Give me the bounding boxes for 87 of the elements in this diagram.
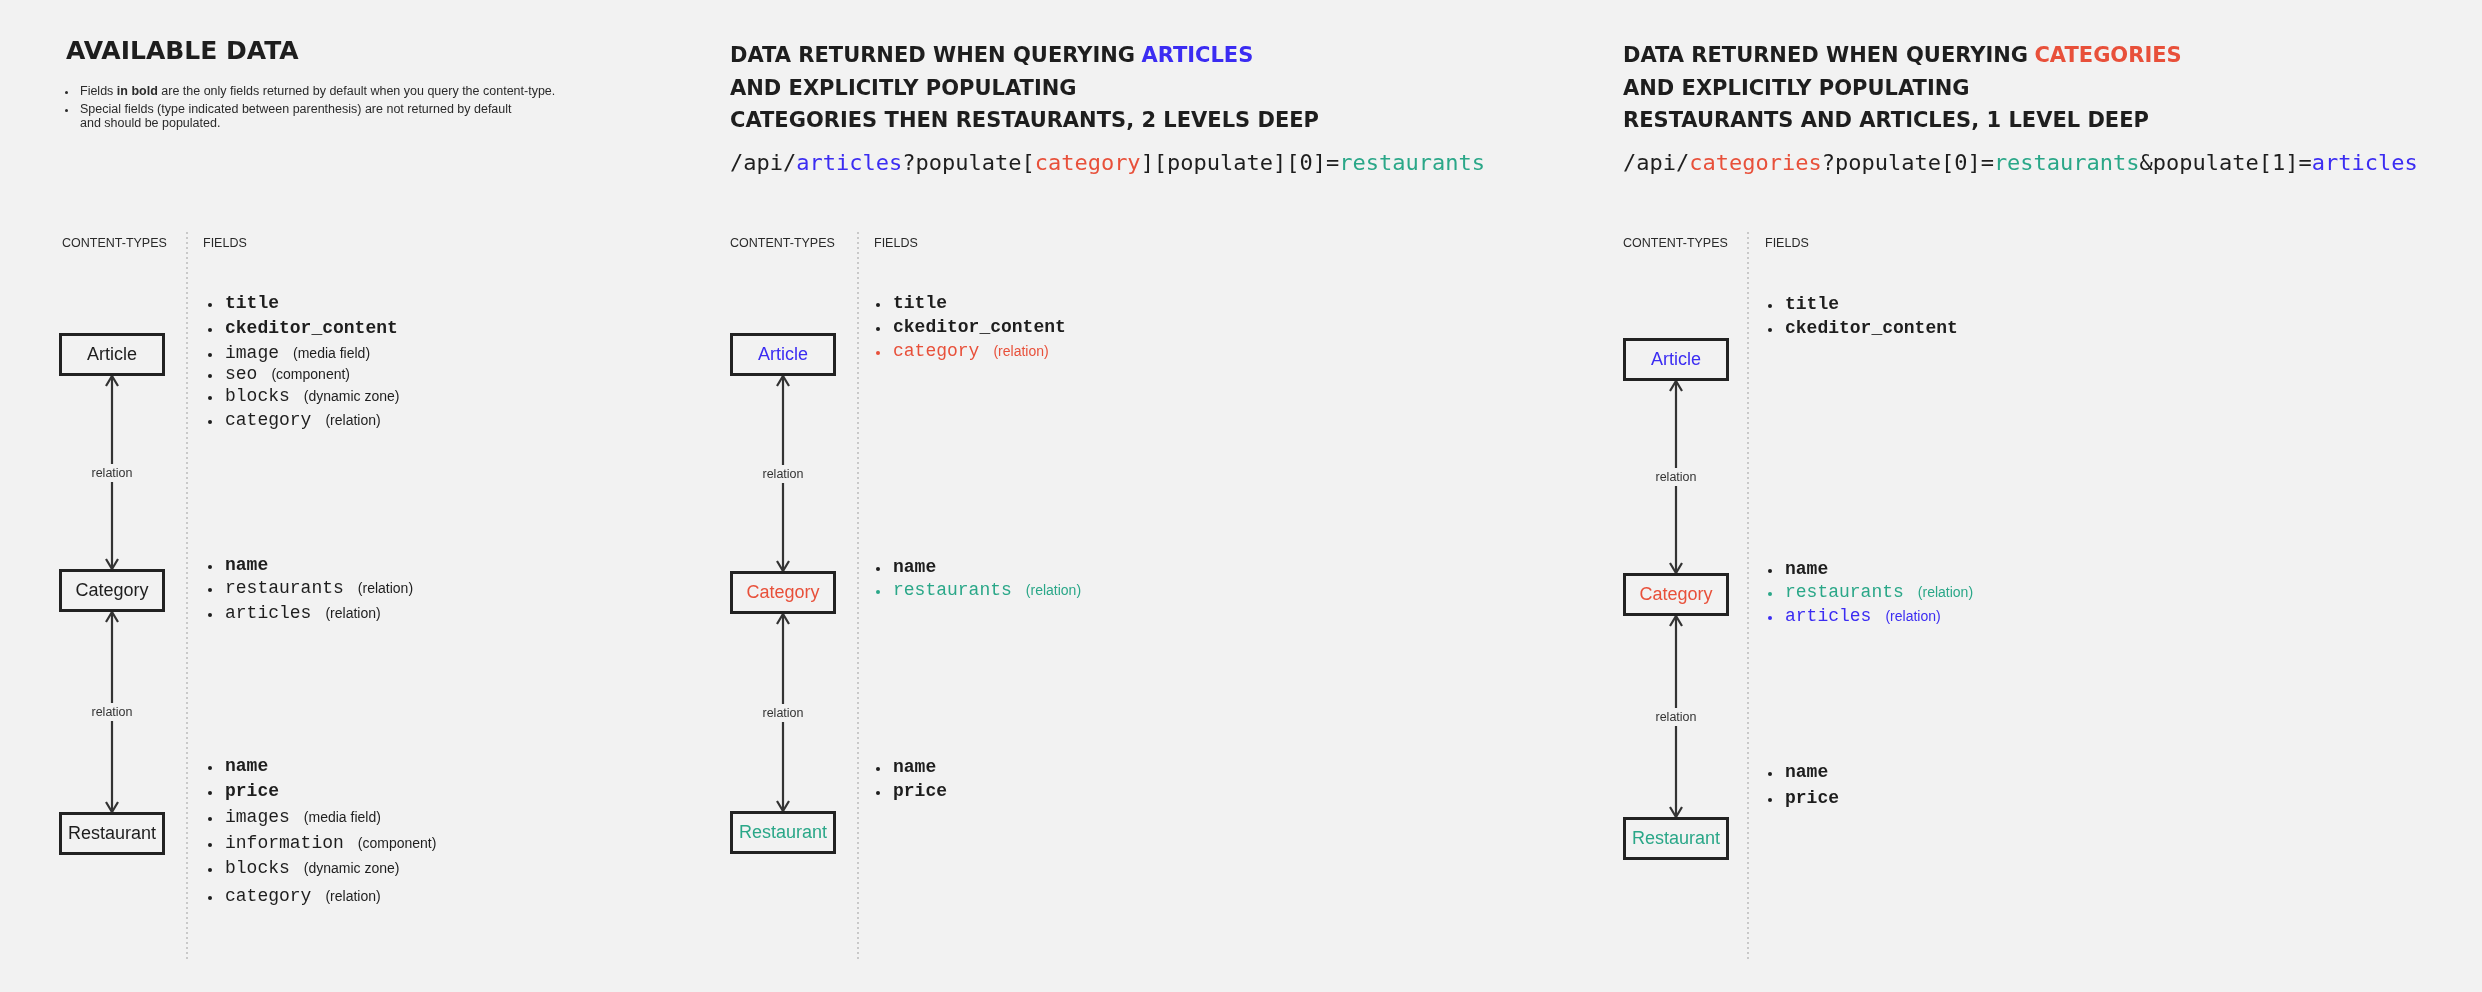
heading: AND EXPLICITLY POPULATING [1623, 76, 1970, 100]
heading: CATEGORIES THEN RESTAURANTS, 2 LEVELS DEEP [730, 108, 1319, 132]
field-name: ckeditor_content [205, 318, 398, 338]
api-url: ][populate][0]= [1140, 150, 1340, 175]
api-url: restaurants [1993, 150, 2140, 175]
field-name: blocks [205, 858, 290, 878]
content-type-box: Restaurant [730, 811, 836, 854]
field-name: name [205, 555, 269, 575]
field-type: (relation) [1917, 584, 1974, 600]
field-name: articles [205, 603, 312, 623]
field-name: articles [1765, 606, 1872, 626]
field-name: title [873, 293, 947, 313]
field-type: (relation) [325, 605, 381, 621]
api-url: ?populate[0]= [1821, 150, 1994, 175]
column-header: FIELDS [203, 236, 247, 250]
field-name: title [205, 293, 279, 313]
field-name: images [205, 807, 290, 827]
content-type-box: Restaurant [59, 812, 165, 855]
column-header: CONTENT-TYPES [62, 236, 167, 250]
heading: ARTICLES [1141, 43, 1254, 67]
content-type-box: Restaurant [1623, 817, 1729, 860]
field-name: name [873, 557, 937, 577]
field-name: information [205, 833, 344, 853]
relation-arrow [104, 610, 120, 814]
relation-arrow [1668, 614, 1684, 819]
field-name: name [1765, 762, 1829, 782]
field-name: restaurants [873, 580, 1012, 600]
column-header: FIELDS [874, 236, 918, 250]
field-type: (dynamic zone) [303, 388, 400, 404]
heading: DATA RETURNED WHEN QUERYING [1623, 43, 2029, 67]
field-name: price [1765, 788, 1839, 808]
heading: RESTAURANTS AND ARTICLES, 1 LEVEL DEEP [1623, 108, 2149, 132]
field-name: blocks [205, 386, 290, 406]
field-name: category [205, 410, 312, 430]
relation-arrow [1668, 379, 1684, 575]
field-name: seo [205, 364, 258, 384]
relation-arrow [104, 374, 120, 571]
content-type-box: Category [1623, 573, 1729, 616]
field-type: (media field) [293, 345, 371, 361]
content-type-box: Category [59, 569, 165, 612]
field-type: (relation) [1025, 582, 1082, 598]
api-url: categories [1689, 150, 1822, 175]
field-name: restaurants [1765, 582, 1904, 602]
field-type: (relation) [325, 412, 381, 428]
field-name: ckeditor_content [873, 317, 1066, 337]
api-url: &populate[1]= [2139, 150, 2312, 175]
note: Fields in bold are the only fields returned by default when you query the content-type. [62, 84, 642, 98]
field-type: (component) [357, 835, 437, 851]
field-name: title [1765, 294, 1839, 314]
field-type: (component) [271, 366, 350, 382]
heading: DATA RETURNED WHEN QUERYING [730, 43, 1136, 67]
field-type: (relation) [993, 343, 1049, 359]
field-name: category [873, 341, 980, 361]
note: Special fields (type indicated between parenthesis) are not returned by default and should be populated. [62, 102, 532, 130]
field-type: (media field) [303, 809, 381, 825]
column-header: CONTENT-TYPES [1623, 236, 1728, 250]
content-type-box: Category [730, 571, 836, 614]
api-url: articles [2311, 150, 2418, 175]
field-name: image [205, 343, 279, 363]
field-name: category [205, 886, 312, 906]
heading: CATEGORIES [2034, 43, 2182, 67]
heading: AND EXPLICITLY POPULATING [730, 76, 1077, 100]
content-type-box: Article [1623, 338, 1729, 381]
column-header: FIELDS [1765, 236, 1809, 250]
field-type: (dynamic zone) [303, 860, 400, 876]
field-name: name [873, 757, 937, 777]
relation-arrow [775, 612, 791, 813]
api-url: /api/ [1623, 150, 1690, 175]
field-name: price [873, 781, 947, 801]
field-name: restaurants [205, 578, 344, 598]
relation-arrow [775, 374, 791, 573]
field-type: (relation) [1885, 608, 1941, 624]
api-url: restaurants [1339, 150, 1485, 175]
api-url: category [1034, 150, 1141, 175]
field-name: price [205, 781, 279, 801]
field-name: ckeditor_content [1765, 318, 1958, 338]
api-url: /api/ [730, 150, 797, 175]
field-type: (relation) [325, 888, 381, 904]
field-type: (relation) [357, 580, 414, 596]
api-url: ?populate[ [902, 150, 1035, 175]
content-type-box: Article [730, 333, 836, 376]
field-name: name [205, 756, 269, 776]
api-url: articles [796, 150, 903, 175]
content-type-box: Article [59, 333, 165, 376]
column-header: CONTENT-TYPES [730, 236, 835, 250]
heading: AVAILABLE DATA [66, 36, 299, 65]
field-name: name [1765, 559, 1829, 579]
